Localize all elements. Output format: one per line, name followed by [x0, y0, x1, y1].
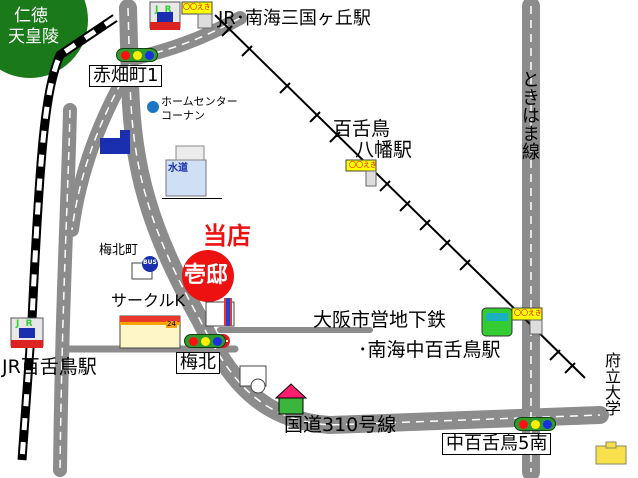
shop-label: 当店	[203, 222, 251, 250]
bus-stop-sign: BUS	[143, 259, 157, 266]
store-hours-badge: 24	[166, 320, 177, 328]
road-label-tokihama: ときはま線	[519, 70, 540, 160]
university-icon	[595, 441, 627, 465]
nakamozu-station-icon	[481, 307, 543, 337]
station-sign-hachiman: 〇〇えき	[349, 161, 377, 169]
landmark-home-center-1: ホームセンター	[161, 95, 238, 108]
traffic-light-nakamozu5minami	[514, 417, 556, 431]
station-label-jr-nankai-mikunigaoka[interactable]: JR･南海三国ヶ丘駅	[218, 8, 371, 29]
jr-logo-mozu: J R	[16, 319, 33, 329]
station-label-nakamozu-1[interactable]: 大阪市営地下鉄	[313, 309, 447, 331]
jr-logo-mikunigaoka: J R	[155, 5, 172, 15]
park-name-line2: 天皇陵	[8, 27, 59, 47]
shop-marker[interactable]	[182, 250, 234, 302]
waterworks-building-icon	[162, 145, 222, 199]
landmark-waterworks: 水道	[168, 163, 188, 174]
intersection-label-umekita: 梅北	[176, 352, 220, 374]
intersection-label-akahatacho: 赤畑町1	[89, 65, 163, 87]
jr-station-icon-mozu	[10, 317, 44, 348]
home-center-marker	[147, 101, 159, 113]
landmark-home-center-2: コーナン	[161, 109, 205, 122]
station-label-nakamozu-2[interactable]: ･南海中百舌鳥駅	[358, 339, 501, 361]
station-label-mozu-hachiman-1[interactable]: 百舌鳥	[333, 118, 391, 140]
barber-shop-icon	[205, 298, 235, 327]
traffic-light-akahatacho	[116, 48, 158, 62]
landmark-university: 府立大学	[602, 352, 621, 416]
park-area	[0, 0, 88, 78]
post-office-icon	[274, 383, 308, 415]
jr-station-icon-mikunigaoka	[149, 1, 213, 30]
road-label-route310: 国道310号線	[284, 414, 397, 436]
station-label-mozu-hachiman-2[interactable]: 八幡駅	[355, 139, 413, 161]
traffic-light-umekita	[184, 334, 226, 348]
jr-railway	[17, 14, 118, 461]
station-label-jr-mozu[interactable]: JR百舌鳥駅	[2, 356, 97, 378]
bus-stop-icon	[131, 256, 158, 280]
landmark-bus-stop: 梅北町	[99, 243, 139, 258]
mozu-hachiman-station-icon	[345, 159, 377, 187]
station-sign-nakamozu: 〇〇えき	[514, 309, 542, 317]
convenience-store-icon	[119, 315, 181, 349]
intersection-label-nakamozu5minami: 中百舌鳥5南	[442, 433, 552, 455]
park-label: 仁徳 天皇陵	[8, 6, 59, 48]
shop-name[interactable]: 壱邸	[184, 263, 229, 288]
bank-icon	[239, 365, 267, 394]
police-box-icon	[100, 130, 130, 154]
station-sign-mikunigaoka: 〇〇えき	[183, 3, 211, 11]
park-name-line1: 仁徳	[14, 6, 48, 26]
landmark-convenience-store: サークルK	[111, 291, 186, 310]
